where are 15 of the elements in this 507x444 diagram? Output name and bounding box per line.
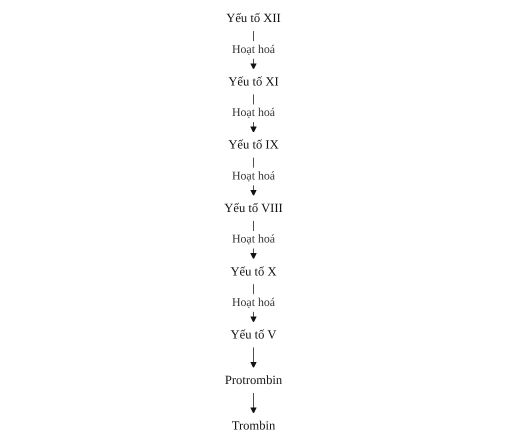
edge-label: Hoạt hoá [232, 43, 276, 56]
node-text: Trombin [232, 418, 276, 433]
arrow [250, 392, 257, 414]
node-text: Protrombin [224, 372, 282, 388]
node-text: Yếu tố V [230, 327, 276, 342]
edge-label: Hoạt hoá [232, 106, 276, 120]
edge-label: Hoạt hoá [232, 296, 276, 309]
arrow [250, 346, 257, 368]
node-text: Yếu tố X [230, 264, 277, 278]
node-text: Yếu tố VIII [224, 200, 283, 215]
edge-label: Hoạt hoá [232, 233, 276, 246]
node-text: Yếu tố IX [228, 138, 279, 152]
node-text: Yếu tố XI [228, 74, 279, 88]
edge-label: Hoạt hoá [232, 170, 276, 182]
node-text: Yếu tố XII [226, 11, 281, 26]
